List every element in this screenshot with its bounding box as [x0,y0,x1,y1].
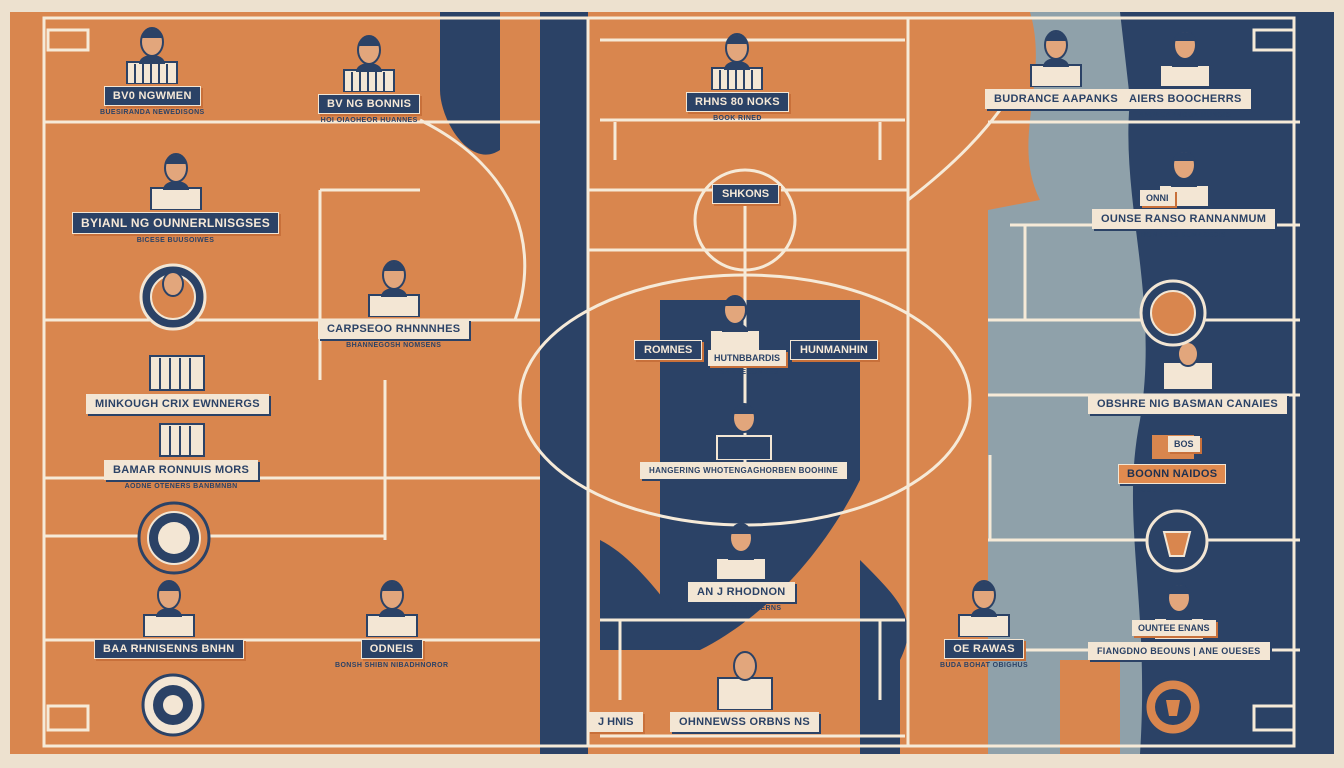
player-portrait [141,148,211,210]
jersey-label: OUNTEE ENANS [1132,620,1216,636]
player-card[interactable]: OE RAWAS BUDA BOHAT OBIGHUS [940,575,1028,669]
player-portrait [357,575,427,637]
player-name-bar: BV NG BONNIS [318,94,421,114]
player-subtitle: BONSH SHIBN NIBADHNOROR [335,662,449,669]
player-name-bar: OUNSE RANSO RANNANMUM [1092,209,1276,229]
player-name-tag: HUNMANHIN [790,340,878,360]
player-portrait [700,290,770,352]
player-card[interactable]: FIANGDNO BEOUNS | ANE OUESES [1088,578,1270,660]
player-card[interactable]: BAA RHNISENNS BNHN [94,575,244,659]
player-name-bar: BOONN NAIDOS [1118,464,1227,484]
player-portrait [1021,25,1091,87]
player-name-bar: ODNEIS [360,639,423,659]
player-portrait [134,575,204,637]
player-name-bar: OBSHRE NIG BASMAN CANAIES [1088,394,1288,414]
club-crest-icon [137,501,211,575]
player-card[interactable]: AN J RHODNON OMCHS CRNISSERNS [688,518,795,612]
player-subtitle: BHANNEGOSH NOMSENS [346,342,442,349]
club-crest-icon [1139,279,1207,347]
player-card[interactable]: AIERS BOOCHERRS ANPACARNOGA HUNGIG [1120,25,1251,119]
player-subtitle: HOI OIAOHEOR HUANNES [320,117,418,124]
center-tag: SHKONS [712,184,780,204]
player-name-bar: OHNNEWSS ORBNS NS [670,712,819,732]
player-subtitle: BUESIRANDA NEWEDISONS [100,109,205,116]
player-portrait [142,352,212,392]
club-crest-icon [141,673,205,737]
player-portrait [1150,25,1220,87]
player-name-bar: CARPSEOO RHNNNHES [318,319,470,339]
player-name-bar: BYIANL NG OUNNERLNISGSES [72,212,279,234]
player-subtitle: AODNE OTENERS BANBMNBN [124,483,238,490]
player-name-bar: BUDRANCE AAPANKS [985,89,1127,109]
player-subtitle: BICESE BUUSOIWES [136,237,215,244]
player-card[interactable]: MINKOUGH CRIX EWNNERGS [86,352,269,414]
player-name-tag: J HNIS [588,712,644,732]
club-crest-icon [139,263,207,331]
player-card[interactable]: OHNNEWSS ORBNS NS [670,648,819,732]
player-card[interactable]: OUNSE RANSO RANNANMUM BONEERS BONASECIS [1092,145,1276,239]
player-subtitle: BUSB HNOBBONRS [1135,487,1209,494]
player-portrait [359,255,429,317]
player-name-bar: OE RAWAS [944,639,1024,659]
player-subtitle: BONEERS BONASECIS [1141,232,1227,239]
club-crest-icon [1145,509,1209,573]
player-name-bar: RHNS 80 NOKS [686,92,789,112]
player-name-tag: ROMNES [634,340,703,360]
player-subtitle: BOOK RINED [713,115,762,122]
player-name-bar: BV0 NGWMEN [103,86,201,106]
player-subtitle: BUDA BOHAT OBIGHUS [940,662,1029,669]
club-crest-icon [1143,677,1203,737]
player-card[interactable]: RHNS 80 NOKS BOOK RINED [686,28,789,122]
player-card[interactable]: BV0 NGWMEN BUESIRANDA NEWEDISONS [100,22,205,116]
player-name-bar: FIANGDNO BEOUNS | ANE OUESES [1088,642,1270,660]
player-portrait [117,22,187,84]
player-card[interactable]: ODNEIS BONSH SHIBN NIBADHNOROR [335,575,448,669]
player-card[interactable]: BAMAR RONNUIS MORS AODNE OTENERS BANBMNB… [104,420,259,490]
player-card[interactable] [700,290,770,352]
player-name-bar: AIERS BOOCHERRS [1120,89,1251,109]
jersey-label: BOS [1168,436,1200,452]
jersey-label: HUTNBBARDIS [708,350,786,366]
player-portrait [146,420,216,458]
player-portrait [949,575,1019,637]
player-name-bar: MINKOUGH CRIX EWNNERGS [86,394,269,414]
player-name-bar: AN J RHODNON [688,582,795,602]
player-name-bar: BAA RHNISENNS BNHN [94,639,244,659]
player-card[interactable]: BUDRANCE AAPANKS [985,25,1127,109]
player-card[interactable]: CARPSEOO RHNNNHES BHANNEGOSH NOMSENS [318,255,470,349]
player-subtitle: ANPACARNOGA HUNGIG [1139,112,1232,119]
player-card[interactable]: HANGERING WHOTENGAGHORBEN BOOHINE [640,398,848,479]
player-portrait [702,28,772,90]
player-card[interactable]: BV NG BONNIS HOI OIAOHEOR HUANNES [318,30,421,124]
player-name-bar: BAMAR RONNUIS MORS [104,460,259,480]
player-card[interactable]: OBSHRE NIG BASMAN CANAIES [1088,340,1288,414]
player-subtitle: SARHEEONDES [720,369,779,376]
player-portrait [710,648,780,710]
player-portrait [706,518,776,580]
player-card[interactable]: BYIANL NG OUNNERLNISGSES BICESE BUUSOIWE… [72,148,279,244]
player-subtitle: OMCHS CRNISSERNS [701,605,782,612]
player-name-bar: HANGERING WHOTENGAGHORBEN BOOHINE [640,462,848,479]
jersey-label: ONNI [1140,190,1175,206]
player-portrait [709,398,779,460]
player-portrait [1153,340,1223,392]
player-portrait [334,30,404,92]
